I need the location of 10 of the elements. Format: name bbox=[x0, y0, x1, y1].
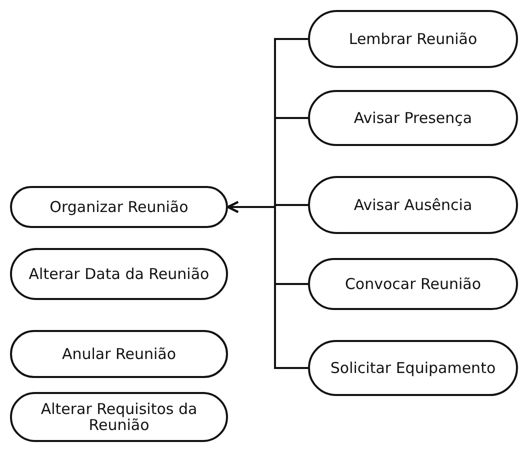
use-case-label: Alterar Data da Reunião bbox=[28, 266, 210, 282]
use-case-label: Convocar Reunião bbox=[344, 276, 482, 292]
use-case-label: Lembrar Reunião bbox=[348, 30, 478, 48]
connector-arrow bbox=[227, 201, 308, 369]
use-case-label: Avisar Presença bbox=[354, 110, 472, 126]
use-case-label: Organizar Reunião bbox=[50, 198, 188, 216]
use-case-label: Solicitar Equipamento bbox=[330, 360, 496, 376]
use-case-label: Avisar Ausência bbox=[354, 196, 472, 214]
use-case-label: Anular Reunião bbox=[62, 346, 176, 362]
use-case-label: Alterar Requisitos da Reunião bbox=[40, 400, 198, 434]
